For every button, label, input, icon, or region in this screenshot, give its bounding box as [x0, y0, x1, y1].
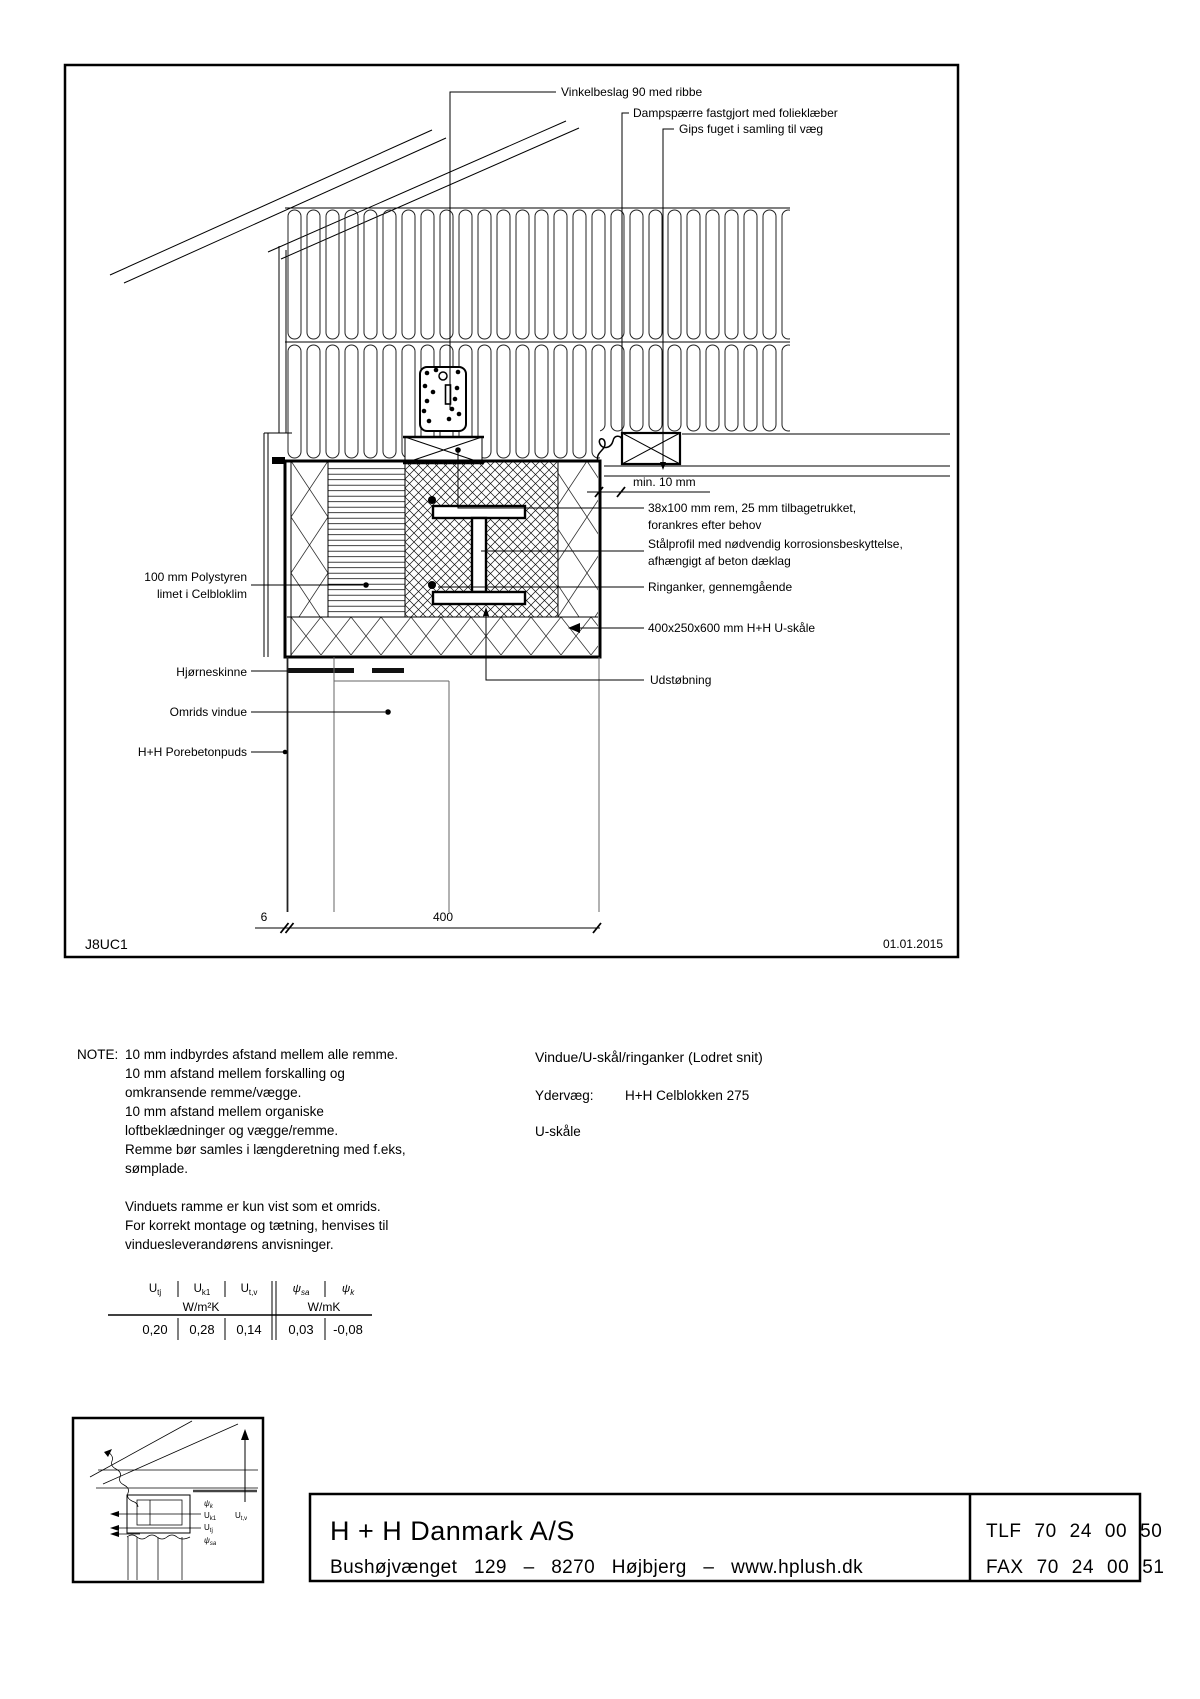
callout-staalprofil-2: afhængigt af beton dæklag	[648, 554, 791, 568]
company-fax: FAX 70 24 00 51	[986, 1557, 1165, 1578]
uskaal-arrow	[568, 623, 580, 633]
thumb-label-u-k1: Uk1	[204, 1511, 217, 1522]
company-name: H + H Danmark A/S	[330, 1516, 575, 1546]
dim-6-label: 6	[261, 910, 268, 924]
callouts-left: 100 mm Polystyren limet i Celbloklim Hjø…	[138, 570, 391, 759]
wall-value: H+H Celblokken 275	[625, 1088, 749, 1103]
callout-gips: Gips fuget i samling til væg	[679, 122, 823, 136]
note-line: loftbeklædninger og vægge/remme.	[125, 1123, 338, 1138]
note-line: Remme bør samles i længderetning med f.e…	[125, 1142, 406, 1157]
vapour-barrier-foil	[596, 435, 623, 463]
wall-label: Ydervæg:	[535, 1088, 594, 1103]
ringanker-lower-dot	[428, 581, 436, 589]
company-tlf: TLF 70 24 00 50	[986, 1521, 1162, 1542]
table-symbol: ψsa	[293, 1283, 310, 1297]
note-window-line: For korrekt montage og tætning, henvises…	[125, 1218, 388, 1233]
thumb-up-arrow	[241, 1429, 249, 1440]
callout-udstoebning: Udstøbning	[650, 673, 711, 687]
gips-arrow	[660, 462, 666, 470]
company-address: Bushøjvænget 129 – 8270 Højbjerg – www.h…	[330, 1557, 863, 1578]
u-shell-block	[283, 459, 602, 659]
sheet-date: 01.01.2015	[883, 937, 943, 951]
table-value: 0,03	[288, 1322, 313, 1337]
detail-title: Vindue/U-skål/ringanker (Lodret snit)	[535, 1049, 763, 1065]
rem-right	[620, 431, 682, 466]
callout-hjoerneskinne: Hjørneskinne	[176, 665, 247, 679]
info-block: Vindue/U-skål/ringanker (Lodret snit) Yd…	[535, 1049, 763, 1139]
table-symbol: Ut,v	[241, 1283, 258, 1297]
key-thumbnail: ψk Uk1 Utj ψsa Ut,v	[71, 1416, 265, 1584]
ringanker-upper-dot	[428, 496, 436, 504]
callout-ringanker: Ringanker, gennemgående	[648, 580, 792, 594]
u-value-table: Utj Uk1 Ut,v ψsa ψk W/m²K W/mK 0,20 0,28…	[108, 1281, 372, 1340]
window-outline	[286, 657, 600, 912]
product-label: U-skåle	[535, 1124, 581, 1139]
callouts-right: min. 10 mm 38x100 mm rem, 25 mm tilbaget…	[438, 447, 903, 687]
table-value: 0,14	[236, 1322, 261, 1337]
vinkelbeslag-bracket	[419, 366, 467, 432]
steel-profile	[431, 504, 527, 606]
table-value: 0,20	[142, 1322, 167, 1337]
callout-porebetonpuds: H+H Porebetonpuds	[138, 745, 247, 759]
bracket-nail-dots	[421, 367, 462, 424]
note-line: omkransende remme/vægge.	[125, 1085, 301, 1100]
corner-bead	[288, 668, 404, 673]
note-label: NOTE:	[77, 1047, 118, 1062]
note-line: 10 mm afstand mellem forskalling og	[125, 1066, 345, 1081]
rafter-edge-lines	[278, 246, 287, 433]
note-line: sømplade.	[125, 1161, 188, 1176]
callout-vinkelbeslag: Vinkelbeslag 90 med ribbe	[561, 85, 703, 99]
table-value: -0,08	[333, 1322, 363, 1337]
render-edge	[263, 432, 292, 657]
note-line: 10 mm indbyrdes afstand mellem alle remm…	[125, 1047, 398, 1062]
callout-omrids: Omrids vindue	[170, 705, 248, 719]
note-window-line: Vinduets ramme er kun vist som et omrids…	[125, 1199, 381, 1214]
table-unit-right: W/mK	[308, 1300, 341, 1314]
callout-rem-2: forankres efter behov	[648, 518, 761, 532]
thumb-label-u-tj: Utj	[204, 1523, 213, 1534]
table-value: 0,28	[189, 1322, 214, 1337]
udstoebning-arrow	[483, 607, 489, 616]
dimension-line: 6 400	[255, 910, 602, 934]
insulation-batts	[285, 207, 790, 461]
rem-left	[403, 435, 484, 465]
note-block: NOTE: 10 mm indbyrdes afstand mellem all…	[77, 1047, 406, 1252]
callout-dampspaerre: Dampspærre fastgjort med folieklæber	[633, 106, 838, 120]
callout-polystyren-2: limet i Celbloklim	[157, 587, 247, 601]
thumb-label-u-tv: Ut,v	[235, 1511, 247, 1522]
table-symbol: Utj	[149, 1283, 162, 1297]
callout-staalprofil-1: Stålprofil med nødvendig korrosionsbesky…	[648, 537, 903, 551]
table-unit-left: W/m²K	[183, 1300, 220, 1314]
table-symbol: ψk	[342, 1283, 355, 1297]
sheet-id: J8UC1	[85, 936, 128, 952]
drawing-frame	[63, 63, 960, 959]
table-symbol: Uk1	[194, 1283, 211, 1297]
footer-title-block: H + H Danmark A/S Bushøjvænget 129 – 827…	[308, 1492, 1165, 1583]
dim-400-label: 400	[433, 910, 453, 924]
note-window-line: vinduesleverandørens anvisninger.	[125, 1237, 334, 1252]
thumb-label-psi-sa: ψsa	[204, 1536, 217, 1547]
polystyrene-layer	[328, 466, 405, 614]
thumb-heatflow-squiggle	[107, 1451, 139, 1508]
callout-rem-1: 38x100 mm rem, 25 mm tilbagetrukket,	[648, 501, 856, 515]
callouts-top: Vinkelbeslag 90 med ribbe Dampspærre fas…	[449, 85, 838, 470]
callout-uskaal: 400x250x600 mm H+H U-skåle	[648, 621, 815, 635]
thumb-label-psi-k: ψk	[204, 1499, 214, 1510]
note-line: 10 mm afstand mellem organiske	[125, 1104, 324, 1119]
callout-polystyren-1: 100 mm Polystyren	[144, 570, 247, 584]
callout-min10: min. 10 mm	[633, 475, 696, 489]
